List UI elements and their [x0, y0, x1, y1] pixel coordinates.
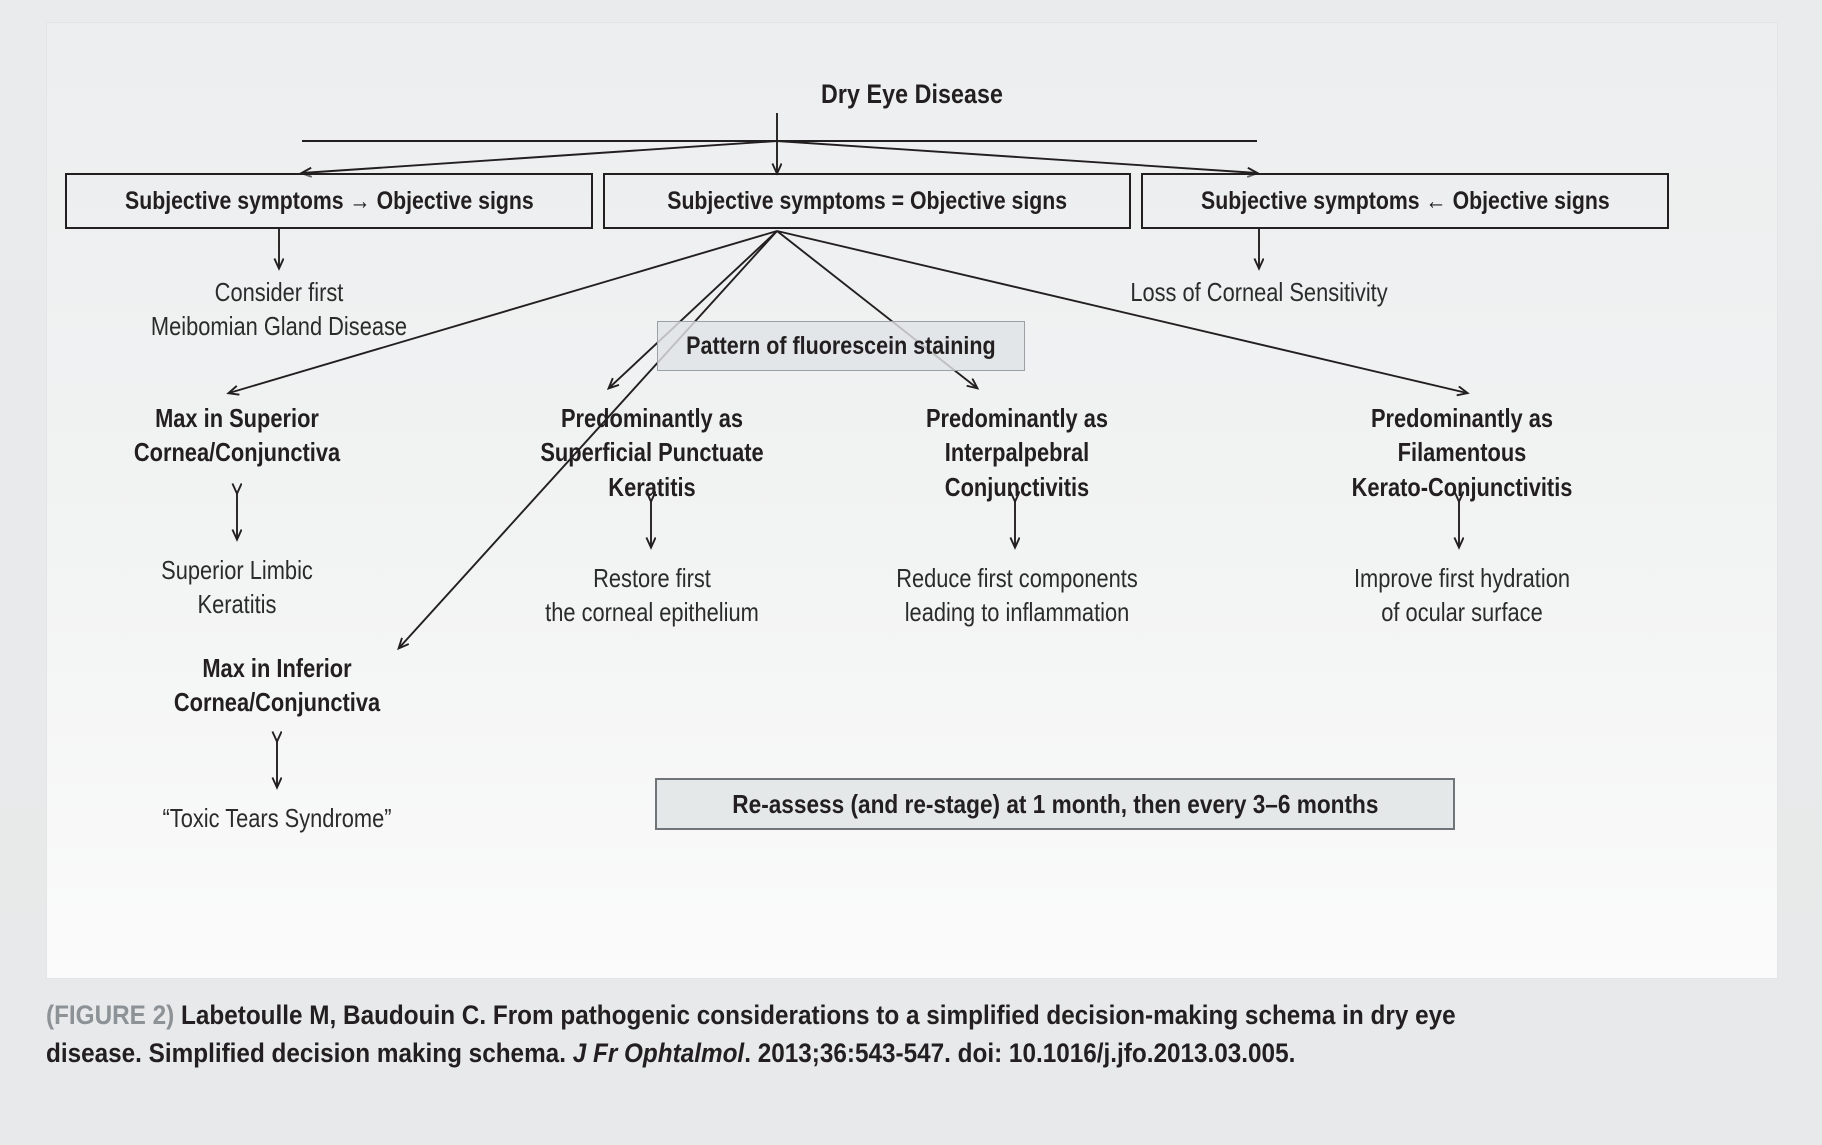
- figure-card: Dry Eye Disease Subjective symptoms → Ob…: [46, 22, 1778, 979]
- top-box-symptoms-equal[interactable]: Subjective symptoms = Objective signs: [603, 173, 1131, 229]
- branch-heading-filamentous: Predominantly as Filamentous Kerato-Conj…: [1302, 401, 1622, 504]
- left-branch-detail-line2: Meibomian Gland Disease: [150, 311, 408, 342]
- branch-heading-max-inferior-line1: Max in Inferior: [202, 653, 352, 683]
- branch-heading-spk-line3: Keratitis: [608, 471, 696, 502]
- top-box-symptoms-less-label: Subjective symptoms ← Objective signs: [1200, 186, 1610, 215]
- branch-detail-superior-limbic-line1: Superior Limbic: [161, 555, 313, 585]
- branch-detail-filamentous: Improve first hydration of ocular surfac…: [1292, 561, 1632, 630]
- caption-journal-name: J Fr Ophtalmol: [572, 1038, 745, 1069]
- caption-line-2-a: disease. Simplified decision making sche…: [46, 1038, 573, 1069]
- branch-heading-filamentous-line1: Predominantly as: [1370, 403, 1554, 433]
- branch-detail-spk-line2: the corneal epithelium: [545, 597, 759, 628]
- branch-detail-superior-limbic: Superior Limbic Keratitis: [87, 553, 387, 622]
- branch-heading-spk-line2: Superficial Punctuate: [540, 437, 764, 468]
- branch-heading-interpalpebral-line3: Conjunctivitis: [944, 471, 1090, 502]
- pattern-of-staining-label: Pattern of fluorescein staining: [686, 331, 996, 360]
- branch-detail-toxic-tears: “Toxic Tears Syndrome”: [107, 801, 447, 835]
- branch-heading-spk: Predominantly as Superficial Punctuate K…: [497, 401, 807, 504]
- caption-line-2-b: . 2013;36:543-547. doi: 10.1016/j.jfo.20…: [744, 1038, 1296, 1069]
- diagram-title: Dry Eye Disease: [820, 79, 1004, 109]
- branch-detail-superior-limbic-line2: Keratitis: [197, 589, 277, 620]
- branch-heading-interpalpebral-line2: Interpalpebral: [944, 437, 1090, 468]
- branch-heading-max-inferior: Max in Inferior Cornea/Conjunctiva: [127, 651, 427, 720]
- caption-figure-tag: (FIGURE 2): [46, 1000, 175, 1030]
- branch-detail-interpalpebral-line2: leading to inflammation: [904, 597, 1130, 628]
- top-box-symptoms-equal-label: Subjective symptoms = Objective signs: [667, 186, 1067, 215]
- branch-detail-interpalpebral: Reduce first components leading to infla…: [837, 561, 1197, 630]
- figure-caption: (FIGURE 2) Labetoulle M, Baudouin C. Fro…: [46, 996, 1786, 1073]
- branch-heading-interpalpebral: Predominantly as Interpalpebral Conjunct…: [862, 401, 1172, 504]
- right-branch-detail: Loss of Corneal Sensitivity: [1059, 275, 1459, 309]
- branch-heading-spk-line1: Predominantly as: [560, 403, 744, 433]
- branch-detail-filamentous-line2: of ocular surface: [1381, 597, 1543, 628]
- branch-heading-max-superior-line1: Max in Superior: [155, 403, 319, 433]
- top-box-symptoms-less[interactable]: Subjective symptoms ← Objective signs: [1141, 173, 1669, 229]
- branch-heading-max-superior: Max in Superior Cornea/Conjunctiva: [87, 401, 387, 470]
- branch-detail-spk: Restore first the corneal epithelium: [497, 561, 807, 630]
- branch-heading-filamentous-line3: Kerato-Conjunctivitis: [1351, 471, 1573, 502]
- right-branch-detail-line1: Loss of Corneal Sensitivity: [1130, 277, 1388, 307]
- left-branch-detail-line1: Consider first: [214, 277, 344, 307]
- pattern-of-staining-box[interactable]: Pattern of fluorescein staining: [657, 321, 1025, 371]
- branch-heading-interpalpebral-line1: Predominantly as: [925, 403, 1109, 433]
- caption-line-1: (FIGURE 2) Labetoulle M, Baudouin C. Fro…: [46, 996, 1612, 1034]
- reassess-banner-label: Re-assess (and re-stage) at 1 month, the…: [731, 788, 1379, 819]
- top-box-symptoms-greater[interactable]: Subjective symptoms → Objective signs: [65, 173, 593, 229]
- branch-detail-spk-line1: Restore first: [593, 563, 711, 593]
- top-box-symptoms-greater-label: Subjective symptoms → Objective signs: [124, 186, 534, 215]
- left-branch-detail: Consider first Meibomian Gland Disease: [79, 275, 479, 344]
- reassess-banner[interactable]: Re-assess (and re-stage) at 1 month, the…: [655, 778, 1455, 830]
- caption-line-1-text: Labetoulle M, Baudouin C. From pathogeni…: [174, 1000, 1456, 1030]
- branch-heading-max-superior-line2: Cornea/Conjunctiva: [133, 437, 341, 468]
- branch-heading-filamentous-line2: Filamentous: [1397, 437, 1527, 468]
- branch-heading-max-inferior-line2: Cornea/Conjunctiva: [173, 687, 381, 718]
- branch-detail-toxic-tears-line1: “Toxic Tears Syndrome”: [162, 803, 392, 833]
- branch-detail-filamentous-line1: Improve first hydration: [1353, 563, 1571, 593]
- branch-detail-interpalpebral-line1: Reduce first components: [896, 563, 1138, 593]
- caption-line-2: disease. Simplified decision making sche…: [46, 1034, 1612, 1072]
